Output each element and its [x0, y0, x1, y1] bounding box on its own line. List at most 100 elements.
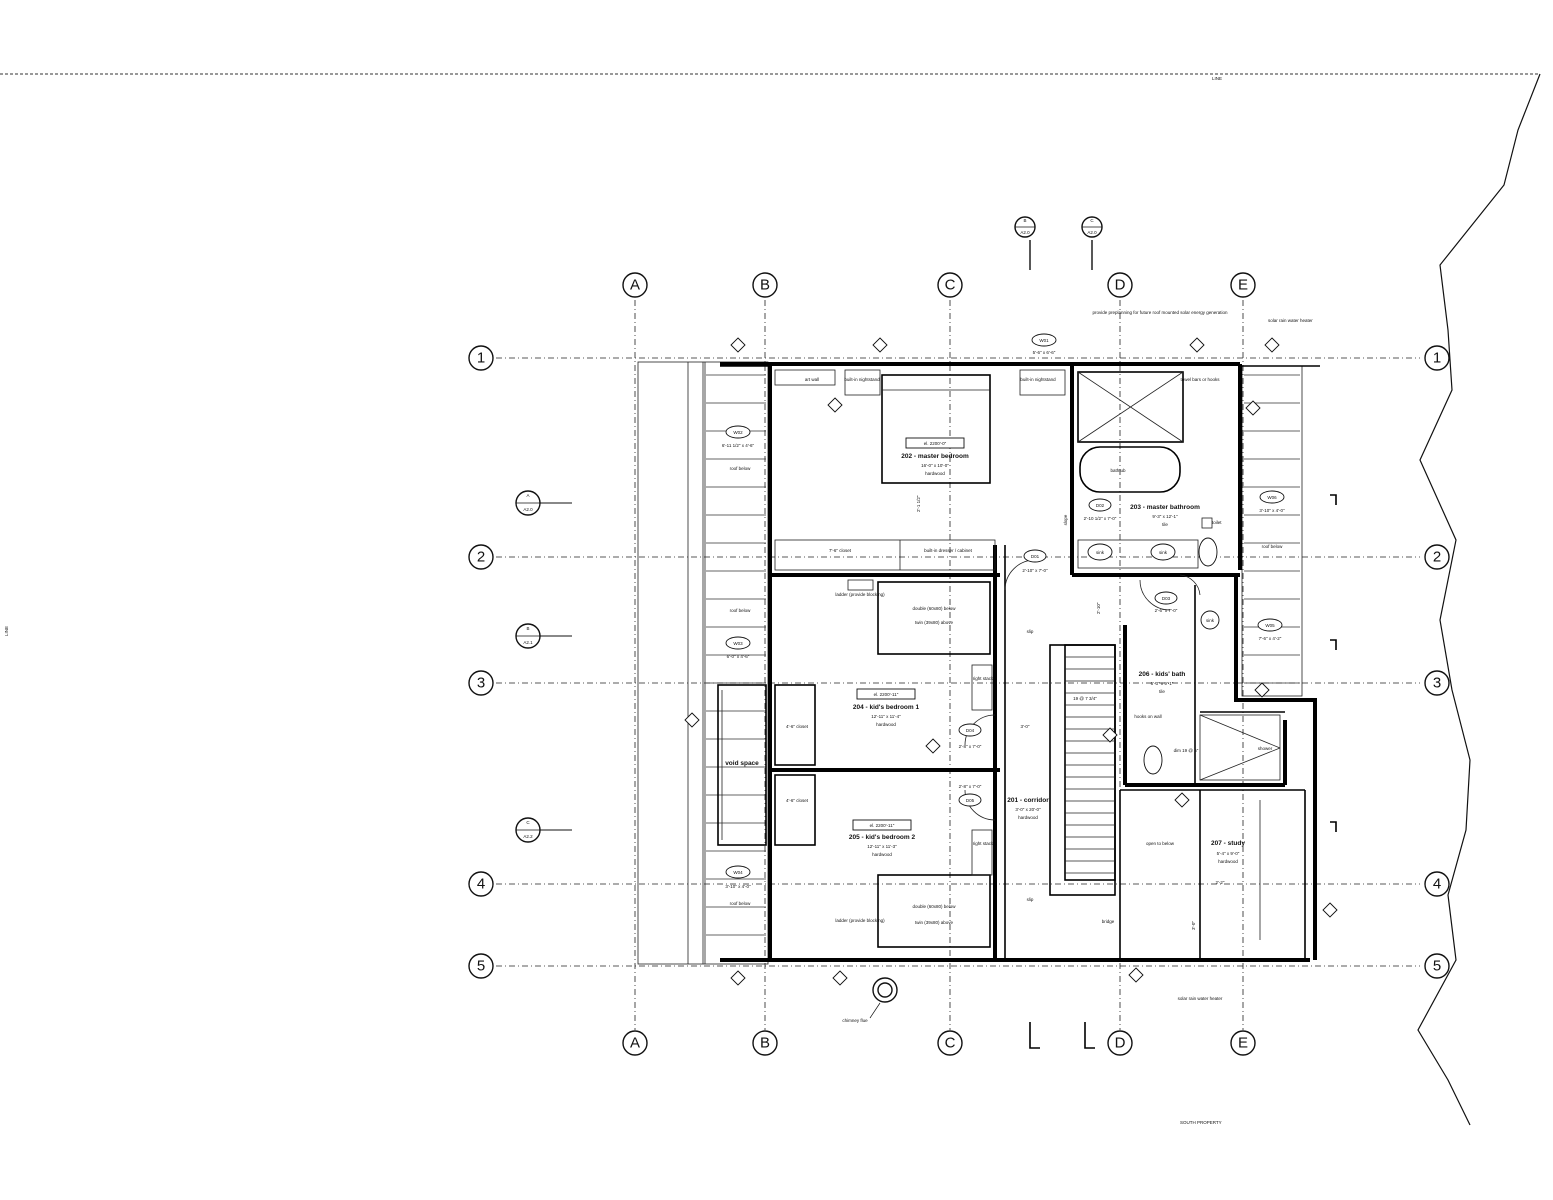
svg-text:W01: W01	[1039, 338, 1049, 343]
section-marker-a: A A2.0	[515, 490, 572, 516]
sink-label-3: sink	[1206, 618, 1215, 623]
slope-label: slope	[1063, 514, 1068, 525]
svg-text:C: C	[1090, 218, 1094, 223]
ladder-label-1: ladder (provide blocking)	[835, 592, 885, 597]
svg-text:206 - kids' bath: 206 - kids' bath	[1139, 671, 1186, 678]
window-tag-w01: W01 5'-6" x 6'-6"	[1031, 333, 1057, 355]
svg-text:3: 3	[1433, 675, 1441, 692]
master-bath-fixtures	[1077, 371, 1218, 569]
towel-bars-label: towel bars or hooks	[1180, 377, 1220, 382]
bunk-1-double-label: double (60x80) below	[912, 606, 956, 611]
room-tag-study: 207 - study 5'-4" x 9'-0" hardwood	[1211, 840, 1245, 864]
grid-bubble-bottom-d: D	[1107, 1030, 1133, 1056]
svg-text:D: D	[1115, 277, 1126, 294]
closet-76-label: 7'-6" closet	[829, 548, 852, 553]
grid-bubble-bottom-e: E	[1230, 1030, 1256, 1056]
right-stack-label-1: right stack	[973, 676, 994, 681]
elevation-marker-b: B A2.0	[1014, 216, 1036, 270]
interior-walls	[770, 364, 1306, 960]
roof-below-label-1: roof below	[730, 466, 752, 471]
svg-text:9'-3" x 12'-1": 9'-3" x 12'-1"	[1152, 514, 1178, 519]
east-property-line	[1417, 73, 1541, 1126]
bathtub-label: bathtub	[1110, 468, 1126, 473]
svg-text:5: 5	[1433, 958, 1441, 975]
svg-text:E: E	[1238, 1035, 1248, 1052]
svg-text:B: B	[526, 626, 529, 631]
svg-text:hardwood: hardwood	[876, 722, 896, 727]
dim-d2: 3'-0"	[1021, 724, 1030, 729]
window-tag-w05: W05 7'-6" x 4'-2"	[1257, 618, 1283, 641]
svg-text:3: 3	[477, 675, 485, 692]
grid-bubble-left-3: 3	[468, 670, 494, 696]
solar-heater-top-label: solar rain water heater	[1268, 318, 1313, 323]
exterior-walls	[720, 362, 1320, 962]
svg-text:2'-8" x 7'-0": 2'-8" x 7'-0"	[959, 744, 982, 749]
svg-text:6'-3" x 9'-1": 6'-3" x 9'-1"	[1151, 681, 1174, 686]
svg-text:6'-11 1/2" x 4'-6": 6'-11 1/2" x 4'-6"	[722, 443, 755, 448]
svg-text:A2.0: A2.0	[1020, 230, 1030, 235]
nightstand-label: built-in nightstand	[844, 377, 880, 382]
svg-text:203 - master bathroom: 203 - master bathroom	[1130, 504, 1200, 511]
svg-text:2'-6" x 7'-0": 2'-6" x 7'-0"	[1155, 608, 1178, 613]
svg-text:A2.0: A2.0	[523, 507, 533, 512]
svg-text:E: E	[1238, 277, 1248, 294]
solar-provide-label: provide preplanning for future roof moun…	[1092, 310, 1228, 315]
grid-bubble-top-b: B	[752, 272, 778, 298]
room-tag-master-bedroom: el. 2200'-0" 202 - master bedroom 16'-0"…	[901, 437, 969, 476]
svg-text:205 - kid's bedroom 2: 205 - kid's bedroom 2	[849, 834, 916, 841]
room-tag-corridor: 201 - corridor 3'-0" x 20'-0" hardwood	[1007, 797, 1049, 820]
roof-below-label-3: roof below	[730, 901, 752, 906]
master-casework	[774, 369, 1066, 571]
bunk-2-double-label: double (60x80) below	[912, 904, 956, 909]
svg-text:5'-6" x 6'-6": 5'-6" x 6'-6"	[1033, 350, 1056, 355]
dresser-label: built-in dresser / cabinet	[924, 548, 973, 553]
svg-text:hardwood: hardwood	[925, 471, 945, 476]
slip-label-1: slip	[1027, 629, 1034, 634]
stair-rise-label: 19 @ 7 3/4"	[1073, 696, 1097, 701]
svg-text:16'-0" x 10'-0": 16'-0" x 10'-0"	[921, 463, 949, 468]
svg-text:B: B	[760, 1035, 770, 1052]
sink-label-2: sink	[1159, 550, 1168, 555]
svg-text:207 - study: 207 - study	[1211, 840, 1245, 847]
bunk-bed-1	[847, 579, 991, 655]
grid-bubble-bottom-a: A	[622, 1030, 648, 1056]
grid-bubble-bottom-b: B	[752, 1030, 778, 1056]
dim-d4: 3'-0"	[1191, 921, 1196, 930]
master-bed	[881, 374, 991, 484]
bunk-1-twin-label: twin (39x80) above	[915, 620, 954, 625]
ladder-label-2: ladder (provide blocking)	[835, 918, 885, 923]
svg-text:4: 4	[1433, 876, 1441, 893]
svg-text:hardwood: hardwood	[872, 852, 892, 857]
grid-bubble-right-4: 4	[1424, 871, 1450, 897]
door-tag-d03: D03 2'-6" x 7'-0"	[1154, 591, 1178, 613]
svg-text:A: A	[630, 1035, 640, 1052]
solar-heater-bottom-label: solar rain water heater	[1178, 996, 1223, 1001]
room-tag-kids-bedroom-1: el. 2200'-11" 204 - kid's bedroom 1 12'-…	[853, 688, 919, 727]
window-tag-w06: W06 3'-10" x 4'-0"	[1259, 490, 1285, 513]
svg-text:el. 2200'-11": el. 2200'-11"	[870, 823, 895, 828]
svg-text:hardwood: hardwood	[1218, 859, 1238, 864]
svg-text:D02: D02	[1096, 503, 1105, 508]
roof-below-label-4: roof below	[1262, 544, 1284, 549]
window-tag-w03: W03 6'-0" x 4'-6"	[725, 636, 751, 659]
svg-text:6'-0" x 4'-6": 6'-0" x 4'-6"	[727, 654, 750, 659]
svg-text:W05: W05	[1265, 623, 1275, 628]
west-roof-hatch	[706, 374, 766, 936]
svg-text:2: 2	[1433, 549, 1441, 566]
wall-type-tags	[684, 337, 1338, 986]
svg-text:W04: W04	[733, 870, 743, 875]
svg-text:D04: D04	[966, 728, 975, 733]
svg-text:C: C	[526, 820, 530, 825]
svg-text:W02: W02	[733, 430, 743, 435]
svg-text:el. 2200'-11": el. 2200'-11"	[874, 692, 899, 697]
sink-label-1: sink	[1096, 550, 1105, 555]
svg-text:hardwood: hardwood	[1018, 815, 1038, 820]
exterior-ticks	[1029, 494, 1337, 1049]
svg-text:3'-10" x 4'-0": 3'-10" x 4'-0"	[725, 884, 751, 889]
open-to-below-label: open to below	[1146, 841, 1175, 846]
svg-text:A: A	[630, 277, 640, 294]
top-line-label: LINE	[1212, 76, 1222, 81]
door-tag-d01: D01 2'-10" x 7'-0"	[1022, 549, 1048, 573]
svg-text:A2.1: A2.1	[523, 640, 533, 645]
grid-bubble-top-c: C	[937, 272, 963, 298]
